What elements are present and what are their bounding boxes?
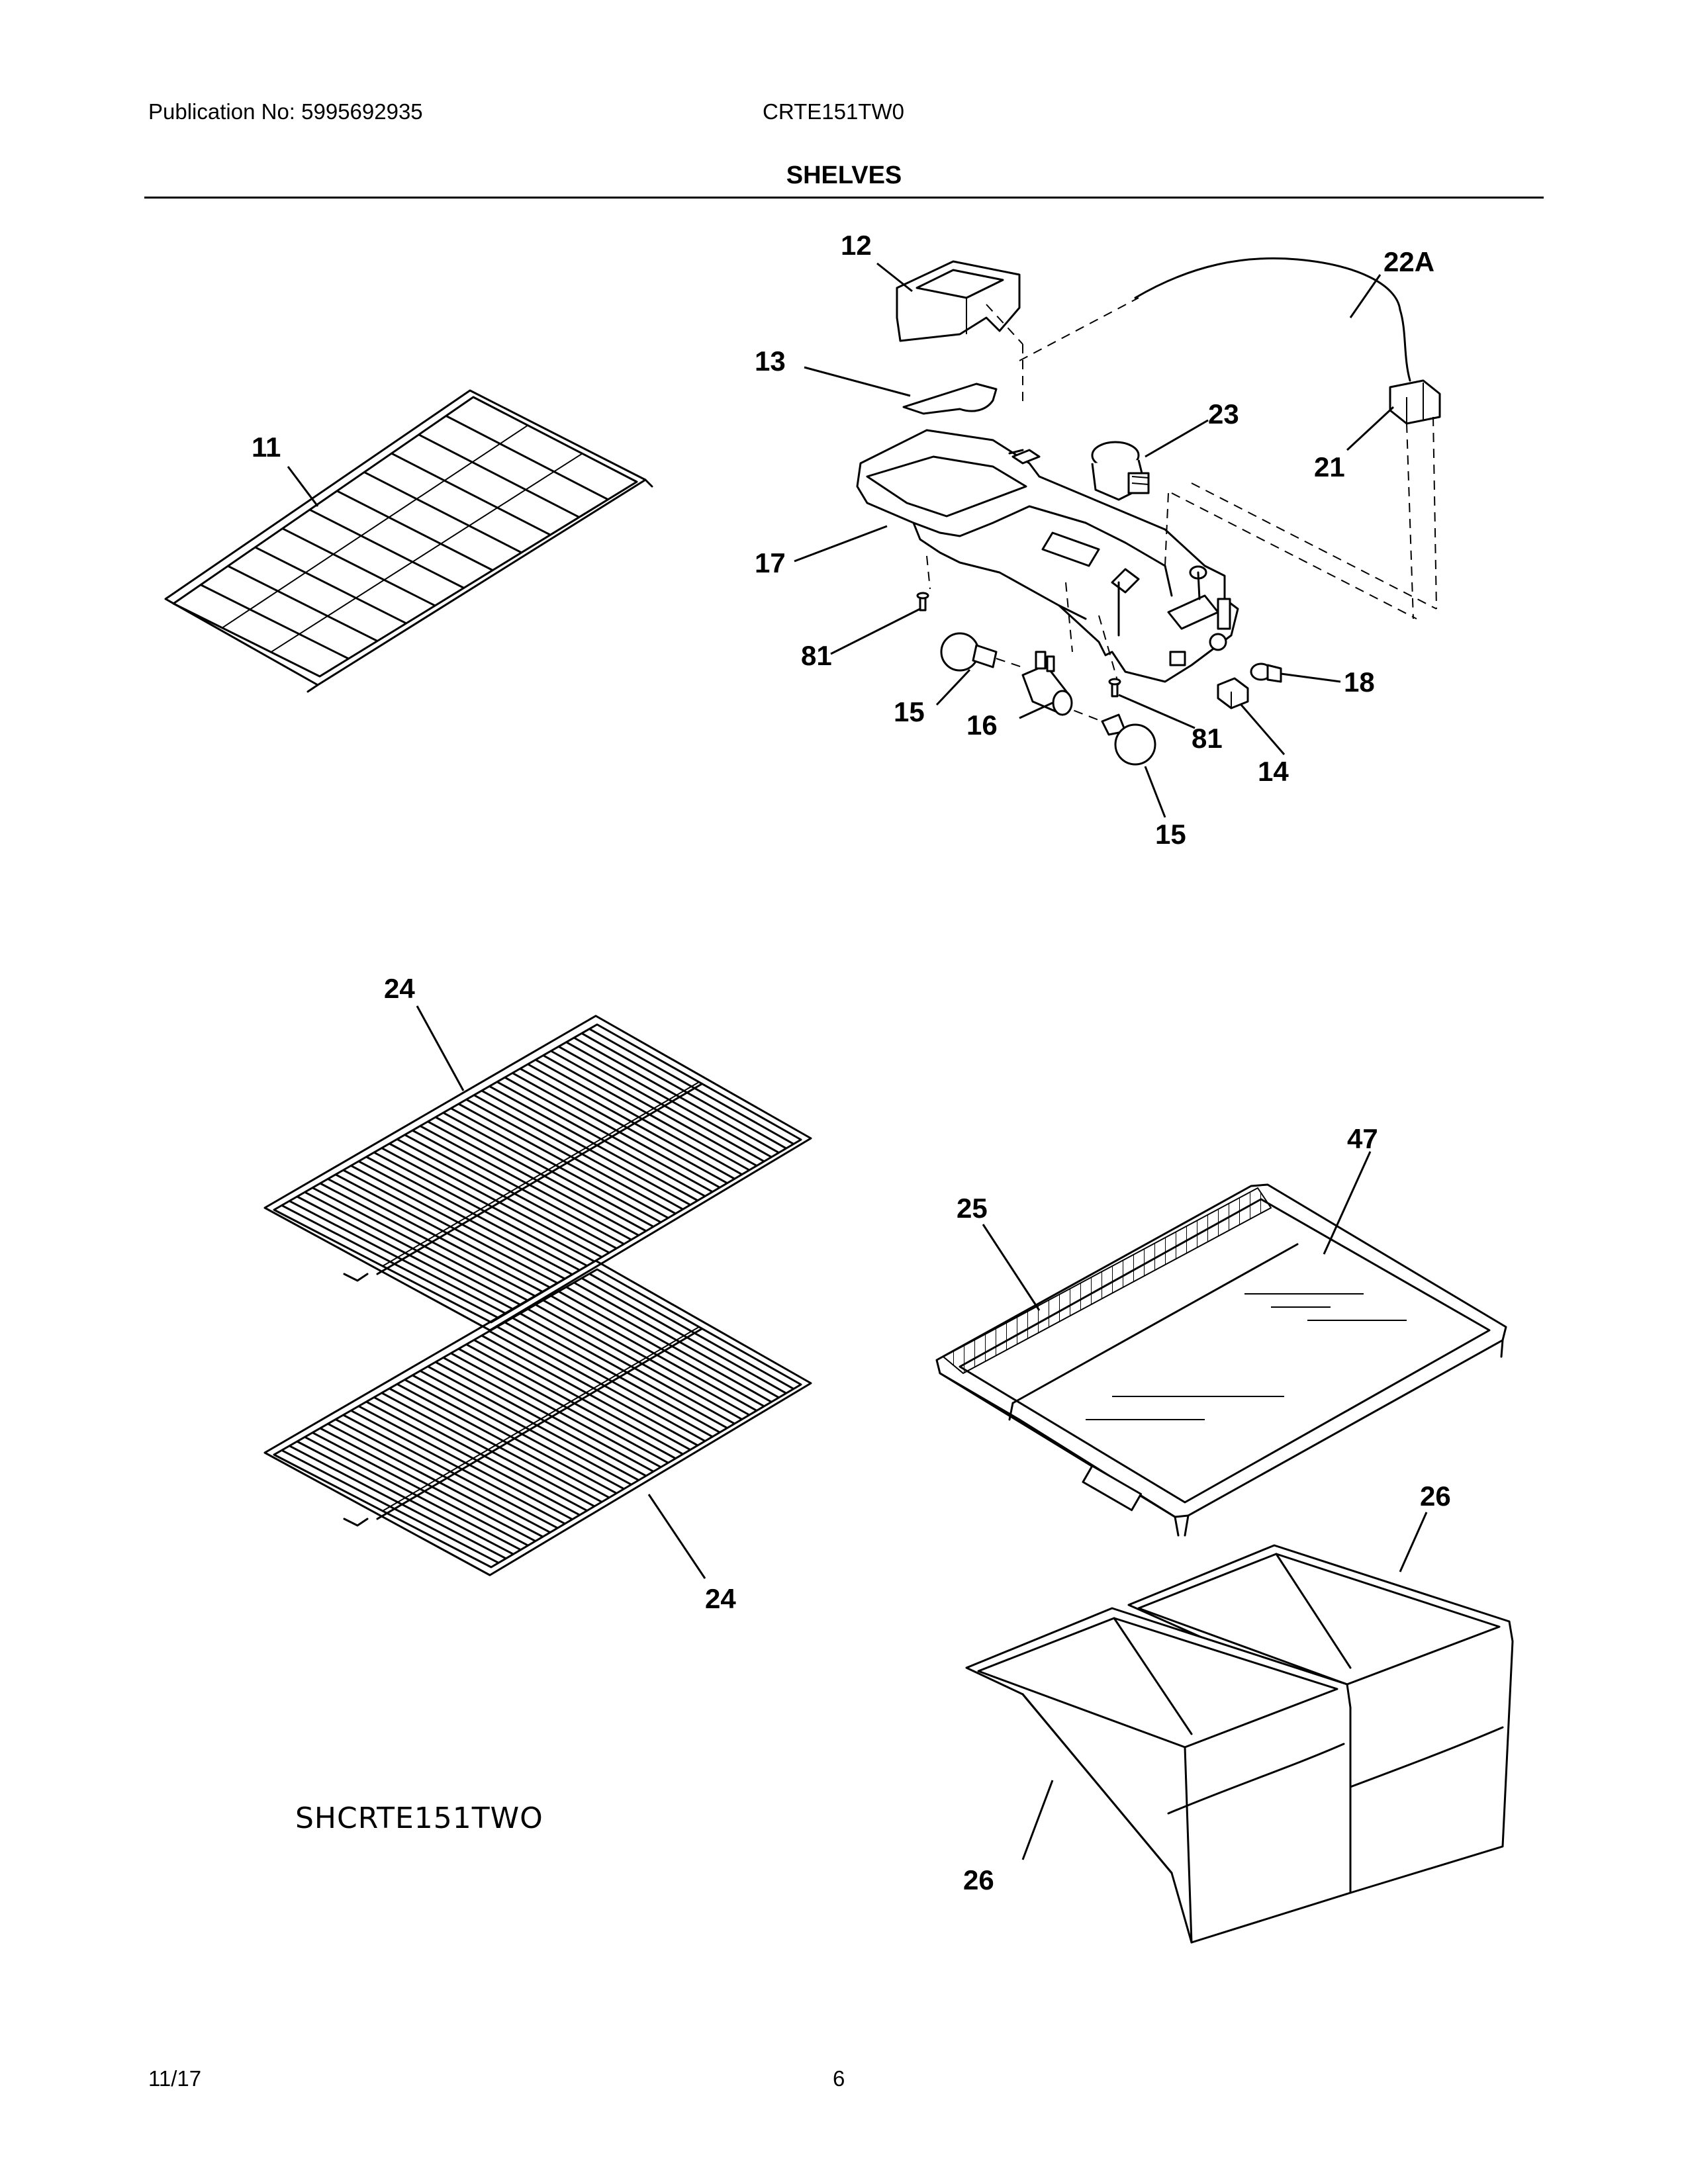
callout-23: 23 (1208, 398, 1239, 430)
callout-16: 16 (966, 709, 998, 741)
callout-11: 11 (252, 432, 281, 463)
page-number: 6 (833, 2066, 845, 2091)
control-dial (1091, 441, 1150, 501)
screw-left (916, 592, 929, 612)
callout-47: 47 (1347, 1123, 1378, 1154)
callout-24-upper: 24 (384, 973, 415, 1004)
callout-81-left: 81 (801, 640, 832, 671)
callout-26-right: 26 (1420, 1480, 1451, 1512)
screw-right (1108, 678, 1121, 698)
callout-17: 17 (755, 547, 786, 578)
callout-15-right: 15 (1155, 819, 1186, 850)
callout-13: 13 (755, 345, 786, 377)
terminal-block (1389, 379, 1441, 425)
light-switch (1217, 677, 1249, 709)
footer-date: 11/17 (148, 2066, 202, 2091)
light-housing (856, 429, 1239, 683)
bulb-left (940, 632, 998, 672)
drain-plug (1250, 662, 1282, 683)
bulb-right (1101, 713, 1156, 766)
callout-22a: 22A (1383, 246, 1434, 277)
lamp-socket (1021, 651, 1073, 716)
diagram-code: SHCRTE151TWO (295, 1801, 543, 1835)
callout-12: 12 (841, 230, 872, 261)
wire-shelf-lower (263, 1259, 812, 1576)
callout-81-right: 81 (1192, 723, 1223, 754)
callout-14: 14 (1258, 756, 1289, 787)
callout-26-left: 26 (963, 1864, 994, 1895)
callout-25: 25 (957, 1193, 988, 1224)
header-rule (144, 197, 1544, 199)
wire-harness (1134, 257, 1401, 311)
callout-21: 21 (1314, 451, 1345, 482)
glass-shelf (935, 1183, 1507, 1537)
light-housing-assembly (856, 257, 1441, 766)
wire-shelf-small (164, 389, 653, 693)
wire-shelf-upper (263, 1015, 812, 1332)
crisper-drawer-left (965, 1607, 1504, 1944)
callout-18: 18 (1344, 666, 1375, 698)
leader-lines (287, 262, 1428, 1860)
section-title: SHELVES (786, 161, 902, 189)
publication-number: Publication No: 5995692935 (148, 99, 423, 124)
model-number: CRTE151TW0 (763, 99, 904, 124)
lens (902, 383, 998, 415)
callout-15-left: 15 (894, 696, 925, 727)
light-shield (896, 260, 1021, 342)
callout-24-lower: 24 (705, 1583, 736, 1614)
callouts: 11 12 13 22A 23 21 17 81 15 16 18 81 14 … (252, 230, 1451, 1895)
